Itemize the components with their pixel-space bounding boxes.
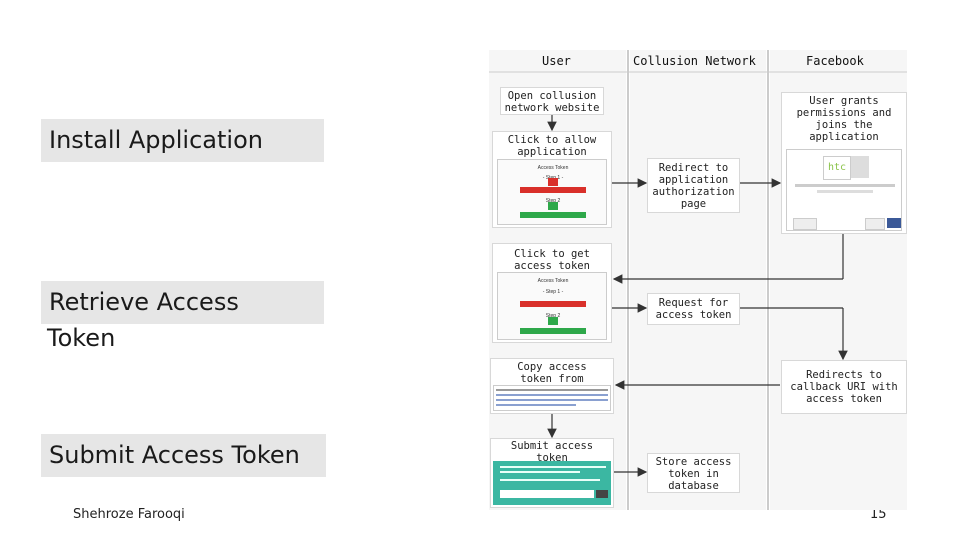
mini-red-button	[520, 187, 586, 193]
stage-install-label: Install Application	[41, 119, 324, 162]
mini-access-token-title-2: Access Token	[537, 278, 569, 284]
down-arrow-red-icon	[548, 178, 558, 186]
step-request-token: Request for access token	[647, 293, 740, 325]
screenshot-submit-form	[493, 461, 611, 505]
screenshot-install: Access Token - Step 1 - Step 2	[497, 159, 607, 225]
stage-retrieve-label: Retrieve Access	[41, 281, 324, 324]
mini-token-input	[500, 490, 594, 498]
lane-header-user: User	[542, 54, 571, 68]
down-arrow-green-icon	[548, 202, 558, 210]
lane-header-collusion: Collusion Network	[633, 54, 756, 68]
step-redirect-callback: Redirects to callback URI with access to…	[781, 360, 907, 414]
fb-okay-button	[887, 218, 901, 228]
mini-submit-button	[596, 490, 608, 498]
lane-header-facebook: Facebook	[806, 54, 864, 68]
lane-collusion-bg	[630, 50, 766, 510]
mini-access-token-title: Access Token	[537, 165, 569, 171]
screenshot-address-bar	[493, 385, 611, 411]
step-grant-permissions: User grants permissions and joins the ap…	[781, 92, 907, 234]
step-redirect-auth: Redirect to application authorization pa…	[647, 158, 740, 213]
step-open-site: Open collusion network website	[500, 87, 604, 115]
step-copy-token: Copy access token from address bar	[490, 358, 614, 414]
stage-submit-label: Submit Access Token	[41, 434, 326, 477]
screenshot-get-token: Access Token - Step 1 - Step 2	[497, 272, 607, 340]
step-get-token-label: Click to get access token	[514, 248, 590, 272]
step-click-get-token: Click to get access token Access Token -…	[492, 243, 612, 343]
step-click-allow-label: Click to allow application	[507, 134, 597, 158]
step-click-allow: Click to allow application Access Token …	[492, 131, 612, 228]
step-submit-token: Submit access token	[490, 438, 614, 508]
avatar	[851, 156, 869, 178]
mini-step2-2: Step 2	[545, 313, 561, 319]
step-grant-label: User grants permissions and joins the ap…	[796, 95, 892, 143]
htc-logo: htc	[823, 156, 851, 180]
mini-step2: Step 2	[545, 198, 561, 204]
mini-red-button-2	[520, 301, 586, 307]
page-number: 15	[870, 507, 887, 522]
author-name: Shehroze Farooqi	[73, 507, 185, 522]
mini-green-button-2	[520, 328, 586, 334]
stage-retrieve-label-line2: Token	[47, 324, 116, 352]
screenshot-fb-auth: htc	[786, 149, 902, 231]
mini-step1-2: - Step 1 -	[542, 289, 564, 295]
step-store-token: Store access token in database	[647, 453, 740, 493]
down-arrow-green-icon-2	[548, 317, 558, 325]
mini-green-button	[520, 212, 586, 218]
